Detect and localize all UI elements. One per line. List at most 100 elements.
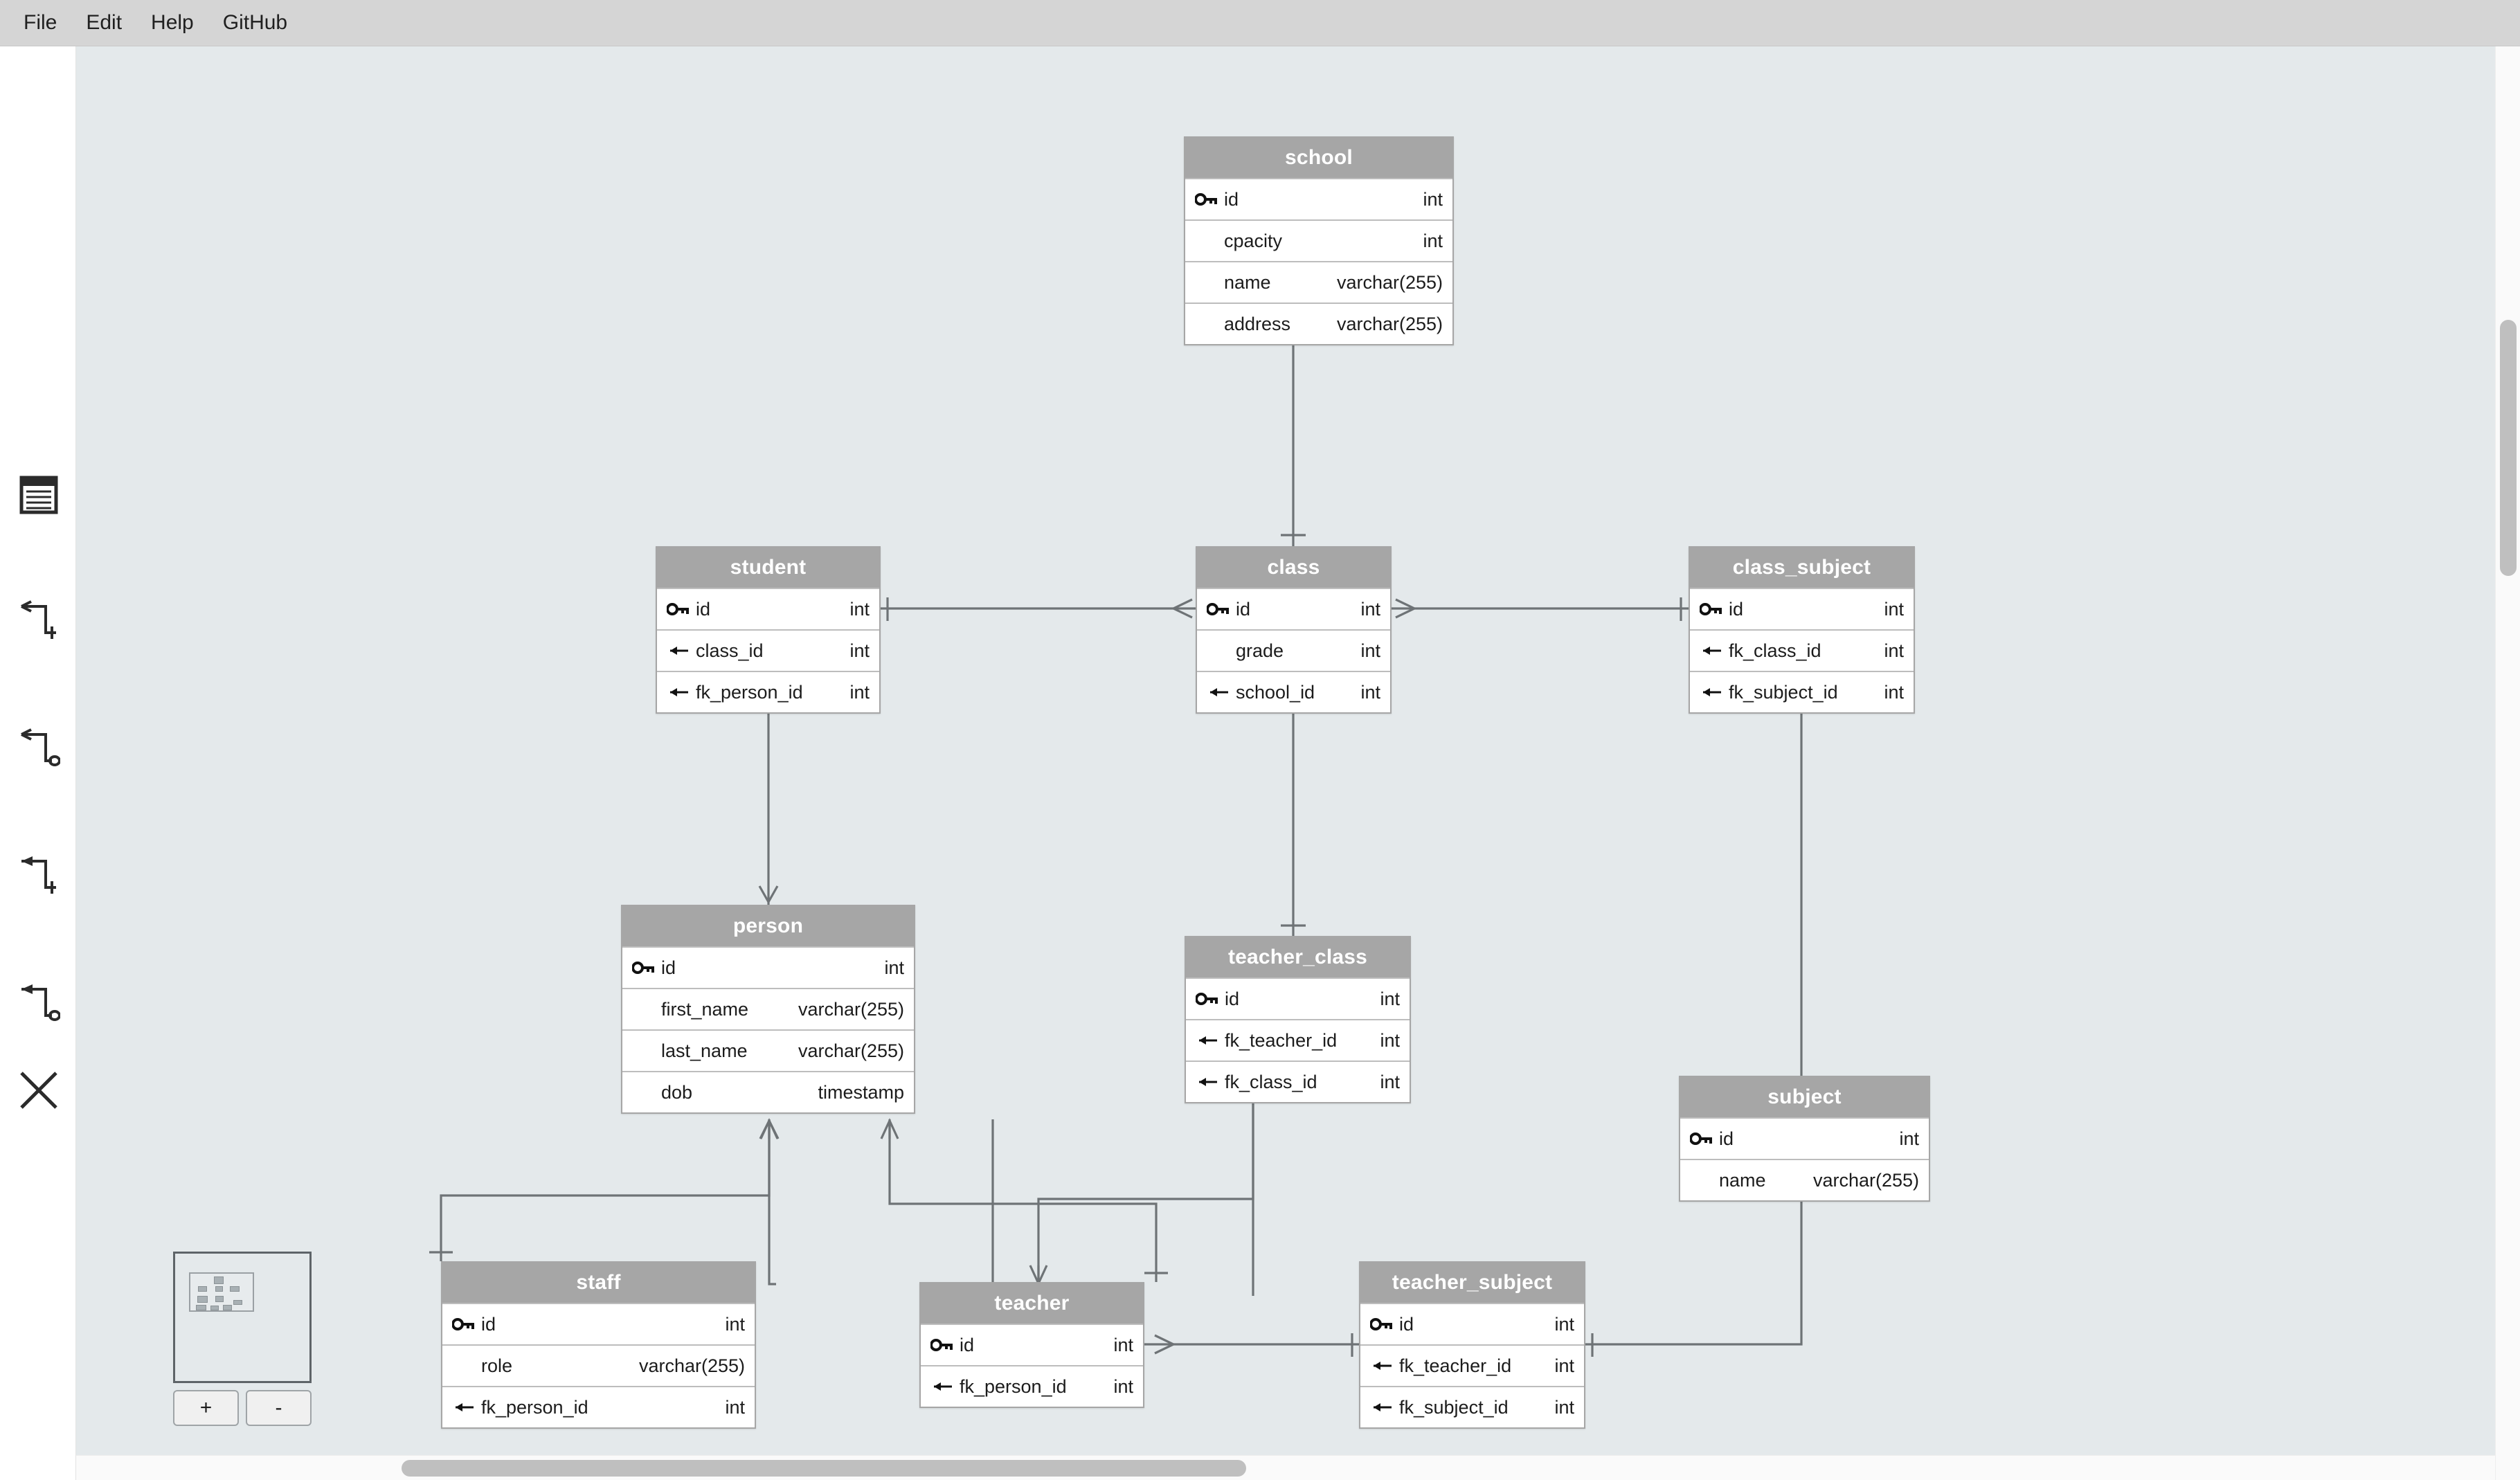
entity-title-class_subject[interactable]: class_subject xyxy=(1690,548,1914,588)
entity-title-person[interactable]: person xyxy=(622,906,914,946)
attribute-type: varchar(255) xyxy=(1336,271,1443,293)
attribute-type: varchar(255) xyxy=(1812,1169,1919,1191)
menu-item-github[interactable]: GitHub xyxy=(222,11,288,34)
entity-title-teacher[interactable]: teacher xyxy=(921,1283,1143,1324)
vertical-scrollbar-thumb[interactable] xyxy=(2500,320,2517,576)
entity-title-subject[interactable]: subject xyxy=(1680,1077,1929,1117)
link-class-to-student[interactable] xyxy=(881,597,1196,621)
attribute-name: id xyxy=(1225,988,1240,1009)
key-icon xyxy=(1695,602,1727,616)
attribute-type: int xyxy=(1554,1396,1574,1418)
entity-title-class[interactable]: class xyxy=(1197,548,1390,588)
minimap[interactable] xyxy=(173,1252,312,1383)
fk-arrow-icon xyxy=(1366,1359,1398,1373)
menu-item-file[interactable]: File xyxy=(24,11,57,34)
link-teacher-to-teacher-subject[interactable] xyxy=(1144,1333,1359,1357)
entity-title-staff[interactable]: staff xyxy=(442,1263,755,1303)
delete-tool[interactable] xyxy=(12,1064,65,1117)
attribute-type: int xyxy=(1380,1029,1400,1051)
attribute-name: school_id xyxy=(1236,681,1315,703)
attribute-name: last_name xyxy=(661,1040,748,1061)
entity-title-school[interactable]: school xyxy=(1185,138,1452,178)
link-class-to-class-subject[interactable] xyxy=(1392,597,1689,621)
relation-one-to-one-optional-tool[interactable] xyxy=(12,976,65,1029)
relation-one-to-one-mandatory-tool[interactable] xyxy=(12,848,65,901)
relation-many-to-one-optional-tool[interactable] xyxy=(12,721,65,774)
link-person-to-staff-route[interactable] xyxy=(440,1119,771,1261)
minimap-node xyxy=(196,1305,206,1310)
add-table-tool[interactable] xyxy=(12,469,65,521)
minimap-node xyxy=(210,1306,219,1310)
menu-item-edit[interactable]: Edit xyxy=(86,11,123,34)
link-person-to-teacher[interactable] xyxy=(991,1119,997,1302)
attribute-name: id xyxy=(696,598,711,620)
arrow-to-zero-optional-icon xyxy=(17,981,60,1024)
fk-arrow-icon xyxy=(926,1380,958,1393)
link-person-to-teacher-route[interactable] xyxy=(888,1119,1158,1282)
vertical-scrollbar[interactable] xyxy=(2495,46,2520,1480)
entity-title-teacher_class[interactable]: teacher_class xyxy=(1186,937,1410,977)
zoom-out-button[interactable]: - xyxy=(246,1390,312,1426)
link-class-subject-to-subject[interactable] xyxy=(1790,671,1812,1094)
link-subject-to-teacher-subject[interactable] xyxy=(1585,1180,1812,1357)
relationship-links-layer xyxy=(429,222,1812,1357)
crowfoot-person-staff xyxy=(759,1118,779,1139)
entity-title-teacher_subject[interactable]: teacher_subject xyxy=(1360,1263,1584,1303)
zoom-in-button[interactable]: + xyxy=(173,1390,239,1426)
menu-item-help[interactable]: Help xyxy=(151,11,194,34)
horizontal-scrollbar-thumb[interactable] xyxy=(402,1460,1246,1477)
attribute-name: dob xyxy=(661,1081,693,1103)
crowfoot-teacher xyxy=(1029,1265,1048,1286)
minimap-node xyxy=(215,1286,223,1292)
fk-arrow-icon xyxy=(663,685,694,699)
horizontal-scrollbar[interactable] xyxy=(76,1455,2495,1480)
entity-title-student[interactable]: student xyxy=(657,548,879,588)
crowfoot-person-teacher xyxy=(880,1118,899,1139)
relation-many-to-one-mandatory-tool[interactable] xyxy=(12,593,65,646)
link-teacher-class-to-teacher-route[interactable] xyxy=(1037,1061,1254,1282)
minimap-viewport[interactable] xyxy=(189,1272,254,1312)
key-icon xyxy=(663,602,694,616)
